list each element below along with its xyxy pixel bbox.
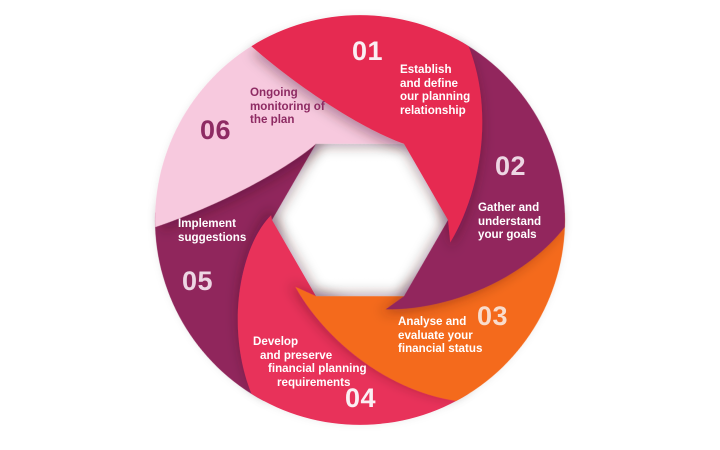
blade-step-01: [251, 15, 483, 243]
blade-layer: [155, 15, 565, 425]
